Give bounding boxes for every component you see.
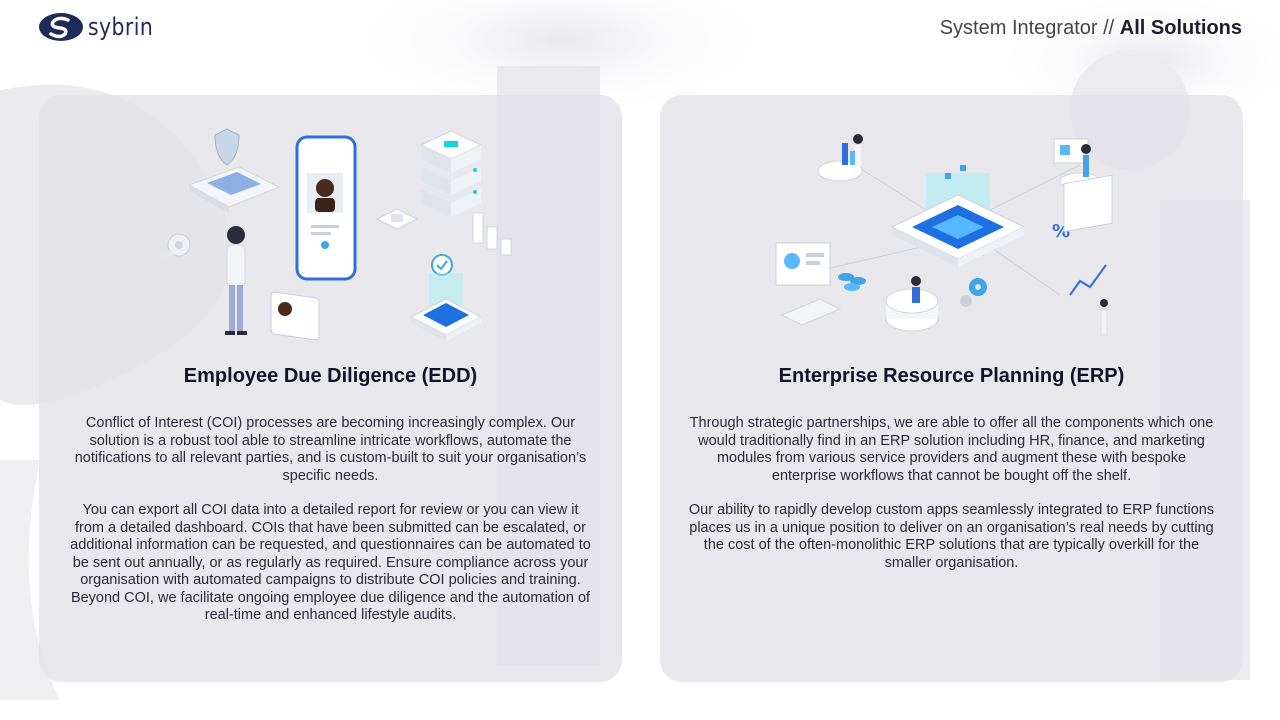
shield-icon [214,128,240,166]
card-paragraph: You can export all COI data into a detai… [70,502,591,623]
solution-card-erp: % [660,95,1243,682]
id-card-icon [270,291,320,341]
card-body-erp: Through strategic partnerships, we are a… [688,415,1215,589]
key-icon [157,233,191,261]
chip-icon [375,208,419,230]
sybrin-logo-icon [39,13,83,41]
monitor-dashboard-icon [775,242,842,326]
erp-illustration: % [775,134,1113,335]
card-paragraph: Through strategic partnerships, we are a… [689,415,1214,484]
phone-id-icon [295,135,357,281]
person-figure-icon [225,226,247,335]
line-chart-monitor-icon [1063,174,1113,335]
coins-icon [838,273,866,291]
header: sybrin System Integrator // All Solution… [0,0,1280,60]
solution-card-edd: Employee Due Diligence (EDD) Conflict of… [39,95,622,682]
edd-illustration [157,128,512,341]
card-title-edd: Employee Due Diligence (EDD) [183,365,478,387]
bar-chart-pedestal-icon [817,134,863,182]
server-stack-icon [419,130,483,217]
brand-logo[interactable]: sybrin [38,12,165,42]
breadcrumb-prefix: System Integrator // [939,17,1120,39]
breadcrumb-section: All Solutions [1119,17,1242,39]
check-badge-icon [431,254,453,276]
card-paragraph: Conflict of Interest (COI) processes are… [74,415,587,484]
bar-chart-icon [472,212,512,256]
card-title-erp: Enterprise Resource Planning (ERP) [778,365,1125,387]
keyboard-panel-icon [187,166,281,213]
card-body-edd: Conflict of Interest (COI) processes are… [67,415,594,642]
central-hub-icon [890,165,1026,267]
glow-platform-icon [409,273,483,341]
page-breadcrumb: System Integrator // All Solutions [940,17,1242,40]
user-pedestal-icon [885,276,939,332]
brand-name: sybrin [88,13,154,41]
card-paragraph: Our ability to rapidly develop custom ap… [688,502,1215,571]
gear-icon [960,278,987,307]
